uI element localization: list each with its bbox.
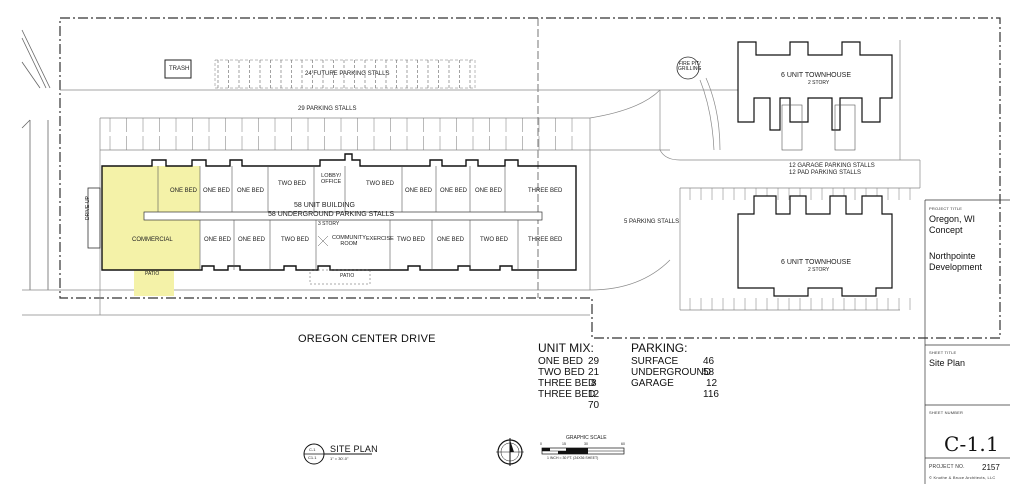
unit-mix-row-count: 29 (588, 356, 600, 367)
building-title: 58 UNIT BUILDING (294, 202, 355, 209)
scale-tick: 15 (562, 442, 566, 446)
unit-label: ONE BED (440, 188, 468, 194)
property-boundary (59, 17, 1001, 339)
unit-label: THREE BED (528, 237, 563, 243)
sheet-number: C-1.1 (944, 432, 999, 456)
east-drive (659, 40, 921, 311)
project-title-label: PROJECT TITLE (929, 206, 963, 211)
unit-mix-row-count: 8 (591, 378, 597, 389)
unit-label: TWO BED (278, 181, 306, 187)
garage-stalls-label: 12 GARAGE PARKING STALLS (789, 163, 875, 169)
main-building (101, 153, 577, 271)
left-street (21, 29, 51, 290)
parking-row-count: 12 (706, 378, 718, 389)
project-no: 2157 (982, 463, 1000, 472)
lobby-label: LOBBY/ OFFICE (321, 173, 342, 185)
site-plan-tag (303, 443, 372, 465)
client-name: Northpointe Development (929, 251, 983, 272)
unit-mix-total: 70 (588, 400, 600, 411)
parking-row-name: UNDERGROUND (631, 367, 711, 378)
parking-total: 116 (703, 389, 719, 400)
unit-label: TWO BED (366, 181, 394, 187)
townhouse-south (737, 195, 893, 297)
site-plan-tag-bottom: C1.1 (308, 455, 317, 460)
building-story: 3 STORY (318, 221, 340, 227)
community-room-label: COMMUNITY ROOM (332, 235, 366, 247)
unit-label: THREE BED (528, 188, 563, 194)
parking-row-name: GARAGE (631, 378, 674, 389)
site-plan-scale-note: 1" = 30'-0" (330, 456, 349, 461)
drive-up-label: DRIVE-UP (85, 196, 91, 220)
drive-lanes (22, 89, 740, 316)
street-label: OREGON CENTER DRIVE (298, 333, 436, 345)
pad-stalls-label: 12 PAD PARKING STALLS (789, 170, 862, 176)
graphic-scale-bar (541, 447, 625, 455)
project-title: Oregon, WI Concept (929, 214, 976, 235)
patio-left-label: PATIO (145, 271, 160, 277)
parking-row-count: 58 (703, 367, 715, 378)
townhouse-south-label: 6 UNIT TOWNHOUSE (781, 259, 852, 266)
future-parking-label: 24 FUTURE PARKING STALLS (305, 71, 390, 77)
unit-label: ONE BED (204, 237, 232, 243)
fire-pit-label: FIRE PIT/ GRILLING (678, 61, 702, 72)
sheet-title-label: SHEET TITLE (929, 350, 957, 355)
unit-label: ONE BED (437, 237, 465, 243)
townhouse-north-label: 6 UNIT TOWNHOUSE (781, 72, 852, 79)
unit-mix-row-name: THREE BED (538, 378, 596, 389)
building-parking: 58 UNDERGROUND PARKING STALLS (268, 211, 395, 218)
unit-label: TWO BED (480, 237, 508, 243)
parking-29-label: 29 PARKING STALLS (298, 106, 357, 112)
townhouse-north-story: 2 STORY (808, 80, 830, 86)
sheet-number-label: SHEET NUMBER (929, 410, 964, 415)
drive-up-lane (87, 187, 101, 249)
patio-highlight (134, 270, 174, 296)
fire-pit (676, 56, 700, 80)
parking-5-label: 5 PARKING STALLS (624, 219, 680, 225)
scale-tick: 60 (621, 442, 625, 446)
unit-mix-row-name: TWO BED (538, 367, 585, 378)
patio-mid-label: PATIO (340, 273, 355, 279)
copyright: © Knothe & Bruce Architects, LLC (929, 475, 996, 480)
corridor (143, 211, 543, 221)
scale-tick: 0 (540, 442, 542, 446)
unit-mix-row-count: 12 (588, 389, 600, 400)
unit-mix-row-name: ONE BED (538, 356, 584, 367)
townhouse-north (737, 41, 893, 131)
scale-tick: 30 (584, 442, 588, 446)
trash-label: TRASH (169, 66, 190, 72)
parking-stalls-29 (109, 118, 573, 150)
east-parking-stalls (689, 188, 911, 310)
unit-label: ONE BED (203, 188, 231, 194)
unit-label: TWO BED (281, 237, 309, 243)
unit-mix-title: UNIT MIX: (538, 341, 594, 355)
site-plan-tag-top: C-1 (309, 447, 316, 452)
unit-label: ONE BED (170, 188, 198, 194)
commercial-label: COMMERCIAL (132, 237, 173, 243)
graphic-scale-label: GRAPHIC SCALE (566, 435, 607, 441)
unit-walls (157, 166, 519, 270)
unit-label: ONE BED (237, 188, 265, 194)
unit-mix-row-name: THREE BED (538, 389, 596, 400)
unit-label: ONE BED (475, 188, 503, 194)
trash-enclosure (164, 59, 192, 79)
site-plan-title: SITE PLAN (330, 444, 378, 454)
sheet-title: Site Plan (929, 358, 966, 368)
north-arrow-icon (496, 438, 524, 466)
unit-label: ONE BED (405, 188, 433, 194)
townhouse-south-story: 2 STORY (808, 267, 830, 273)
exercise-label: EXERCISE (366, 236, 394, 242)
scale-caption: 1 INCH = 30 FT. (24X36 SHEET) (547, 456, 599, 460)
parking-row-count: 46 (703, 356, 715, 367)
unit-label: ONE BED (238, 237, 266, 243)
parking-row-name: SURFACE (631, 356, 679, 367)
parking-title: PARKING: (631, 341, 688, 355)
project-no-label: PROJECT NO. (929, 464, 965, 470)
title-block-lines (924, 199, 1010, 484)
unit-label: TWO BED (397, 237, 425, 243)
unit-mix-row-count: 21 (588, 367, 600, 378)
